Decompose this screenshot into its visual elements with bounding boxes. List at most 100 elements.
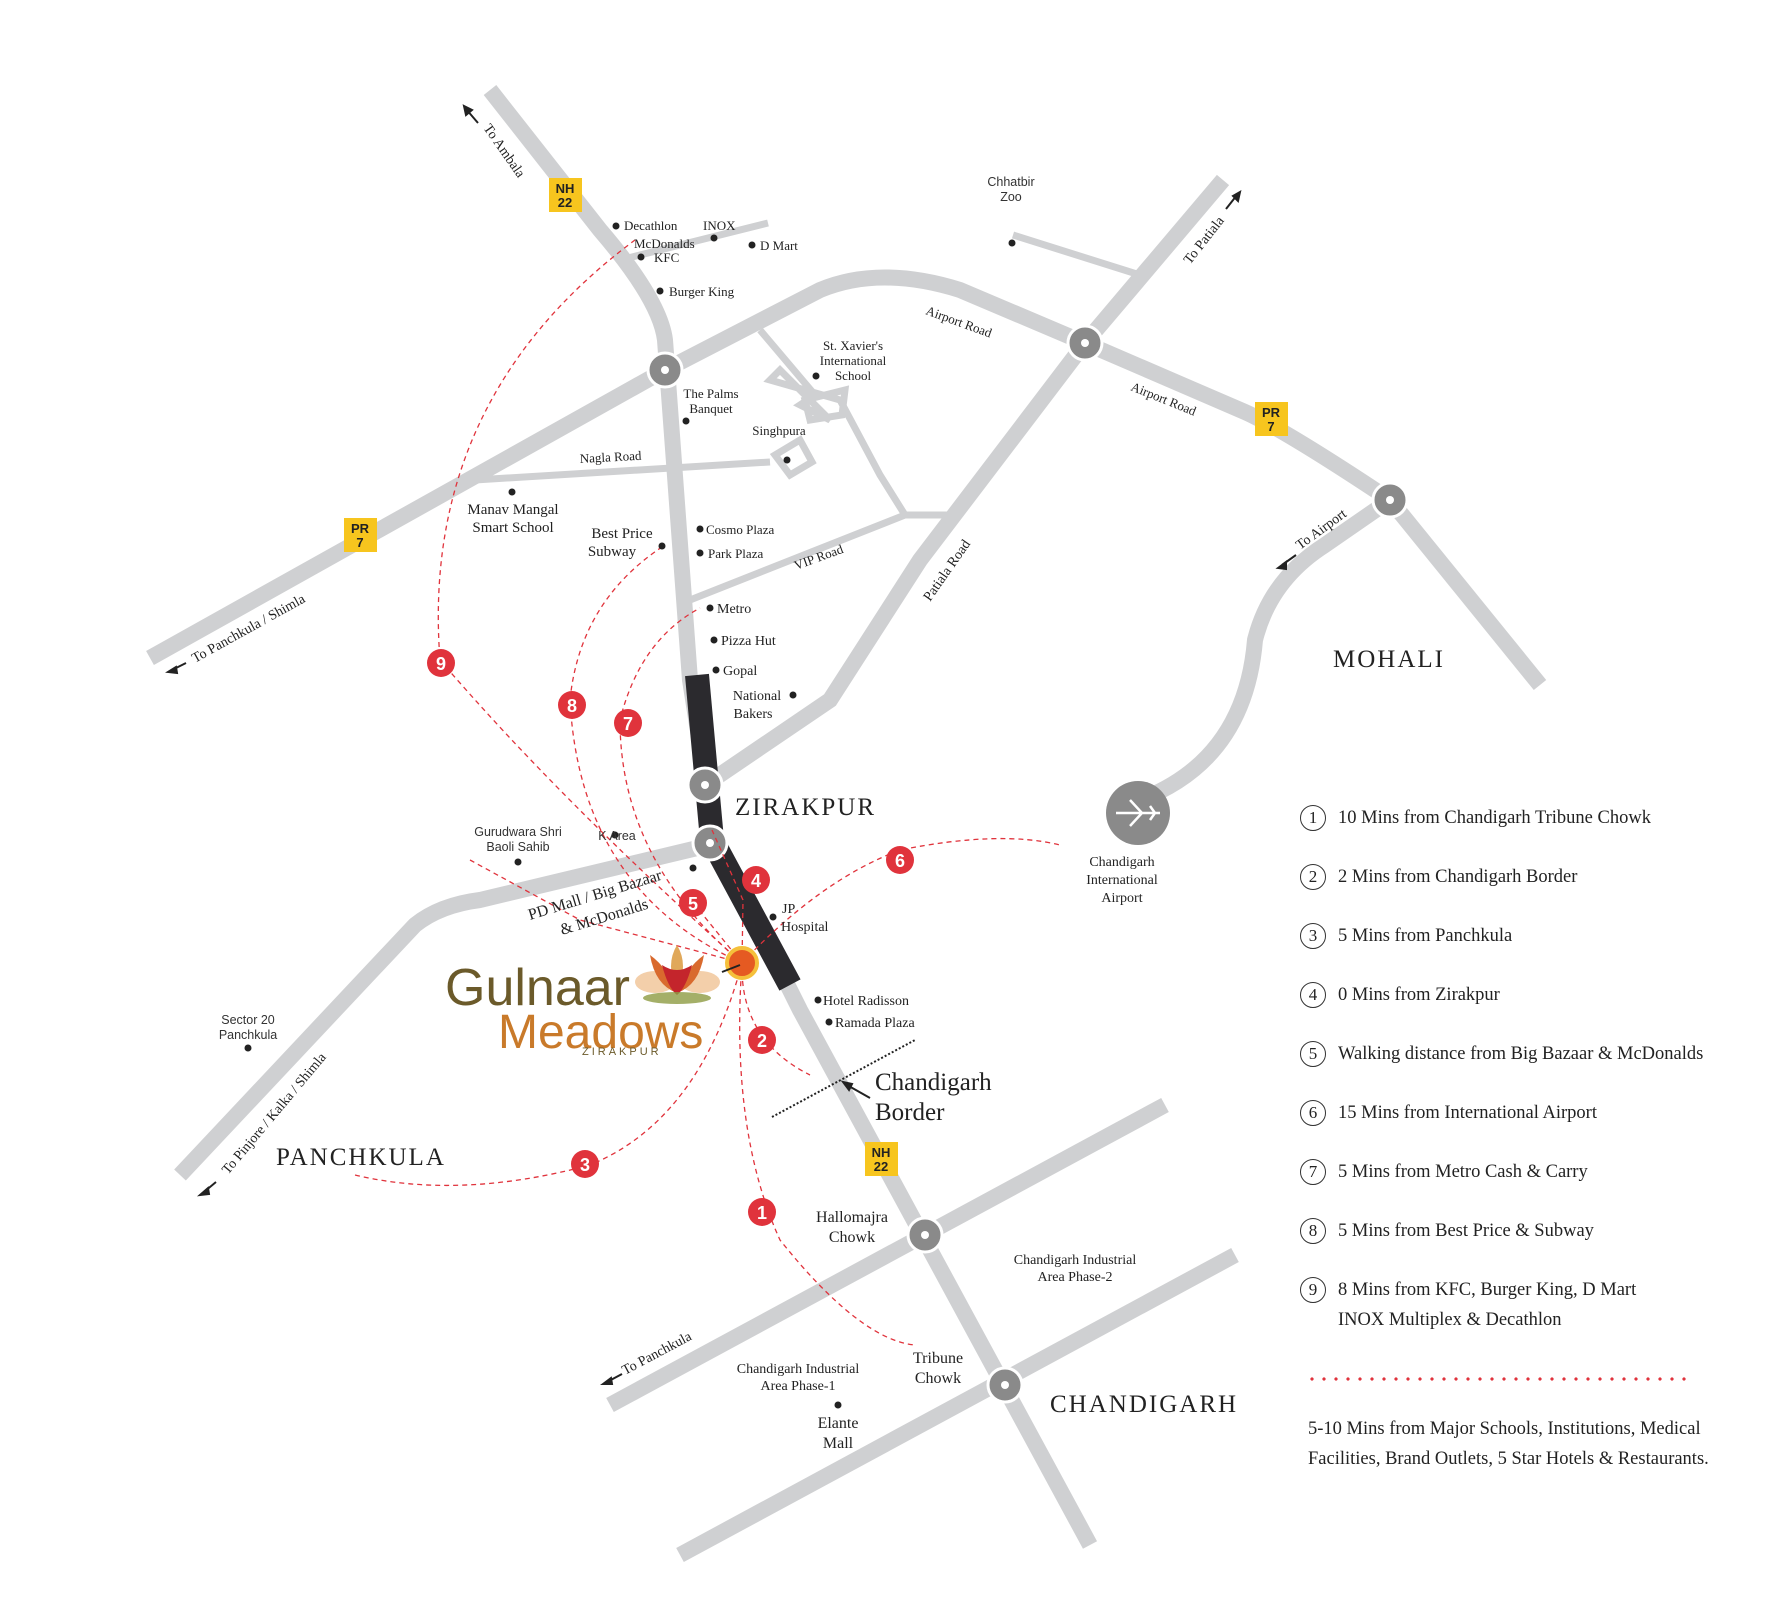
nagla-road <box>474 458 771 484</box>
svg-text:Smart School: Smart School <box>472 520 553 536</box>
marker-2: 2 <box>748 1026 776 1054</box>
svg-text:Airport: Airport <box>1101 891 1142 906</box>
svg-text:4: 4 <box>751 871 761 891</box>
label-chhatbir-zoo: Zoo <box>1000 190 1022 204</box>
svg-text:NH: NH <box>556 181 575 196</box>
svg-text:Hospital: Hospital <box>781 920 829 935</box>
label-airport: Chandigarh <box>1089 855 1154 870</box>
airplane-icon <box>1106 781 1170 845</box>
label-burger-king: Burger King <box>669 284 735 299</box>
label-elante-mall: Elante <box>818 1415 859 1432</box>
svg-text:7: 7 <box>356 535 363 550</box>
logo-meadows: Meadows <box>498 1006 703 1059</box>
svg-text:Border: Border <box>875 1099 945 1126</box>
label-mcdonalds: McDonalds <box>634 236 695 251</box>
marker-5: 5 <box>679 889 707 917</box>
direction-arrows <box>165 104 1297 1385</box>
label-cosmo-plaza: Cosmo Plaza <box>706 522 774 537</box>
label-nagla-road: Nagla Road <box>579 448 642 466</box>
svg-text:PR: PR <box>1262 405 1281 420</box>
label-zirakpur: ZIRAKPUR <box>735 794 876 821</box>
label-stxavier: St. Xavier's <box>823 338 883 353</box>
svg-text:Baoli Sahib: Baoli Sahib <box>486 840 549 854</box>
mohali-road <box>1383 494 1547 691</box>
svg-text:7: 7 <box>1267 419 1274 434</box>
label-k-area: K Area <box>598 829 636 843</box>
label-metro: Metro <box>717 602 751 617</box>
label-tribune-chowk: Tribune <box>913 1350 963 1367</box>
svg-text:3: 3 <box>580 1155 590 1175</box>
svg-text:International: International <box>820 353 887 368</box>
project-location-marker <box>721 946 759 980</box>
label-jp-hospital: JP <box>782 902 795 917</box>
svg-text:22: 22 <box>874 1159 888 1174</box>
junctions <box>646 324 1409 1404</box>
lotus-icon <box>635 945 720 1004</box>
legend-note: 5-10 Mins from Major Schools, Institutio… <box>1308 1419 1709 1469</box>
svg-text:NH: NH <box>872 1145 891 1160</box>
nh22-north-road <box>483 85 1098 1549</box>
decathlon-side-road <box>627 219 769 262</box>
label-kfc: KFC <box>654 250 679 265</box>
label-hotel-radisson: Hotel Radisson <box>823 994 909 1009</box>
label-park-plaza: Park Plaza <box>708 546 763 561</box>
svg-text:5: 5 <box>688 894 698 914</box>
svg-text:Banquet: Banquet <box>689 401 733 416</box>
pr7-badge-left: PR7 <box>344 518 377 552</box>
svg-text:2: 2 <box>757 1031 767 1051</box>
label-gurudwara: Gurudwara Shri <box>474 825 562 839</box>
pr7-road-west <box>146 269 1395 665</box>
dotted-separator <box>1306 1377 1686 1381</box>
label-inox: INOX <box>703 218 736 233</box>
label-gopal: Gopal <box>723 664 757 679</box>
label-chhatbir: Chhatbir <box>987 175 1034 189</box>
svg-text:Mall: Mall <box>823 1435 854 1452</box>
marker-7: 7 <box>614 709 642 737</box>
marker-3: 3 <box>571 1150 599 1178</box>
svg-text:6: 6 <box>895 851 905 871</box>
logo-zirakpur: ZIRAKPUR <box>582 1046 662 1058</box>
svg-text:Panchkula: Panchkula <box>219 1028 277 1042</box>
singhpura-square <box>769 385 850 480</box>
label-panchkula: PANCHKULA <box>276 1144 446 1171</box>
svg-text:Subway: Subway <box>588 544 637 560</box>
label-chandigarh: CHANDIGARH <box>1050 1391 1238 1418</box>
border-line <box>771 1039 916 1118</box>
marker-6: 6 <box>886 846 914 874</box>
marker-9: 9 <box>427 649 455 677</box>
poi-dots <box>244 222 1016 1409</box>
svg-text:Area Phase-2: Area Phase-2 <box>1037 1270 1112 1285</box>
label-ramada-plaza: Ramada Plaza <box>835 1016 915 1031</box>
svg-text:Chowk: Chowk <box>829 1229 875 1246</box>
svg-text:9: 9 <box>436 654 446 674</box>
label-chandigarh-border: Chandigarh <box>875 1069 992 1096</box>
svg-text:PR: PR <box>351 521 370 536</box>
gulnaar-meadows-logo: Gulnaar Meadows ZIRAKPUR <box>445 945 720 1059</box>
label-hallomajra-chowk: Hallomajra <box>816 1209 888 1226</box>
pr7-badge-right: PR7 <box>1255 402 1288 436</box>
svg-text:International: International <box>1086 873 1158 888</box>
label-national-bakers: National <box>733 689 781 704</box>
label-pizza-hut: Pizza Hut <box>721 634 776 649</box>
svg-text:8: 8 <box>567 696 577 716</box>
label-sector-20: Sector 20 <box>221 1013 275 1027</box>
marker-8: 8 <box>558 691 586 719</box>
airport-road-south <box>1137 493 1395 808</box>
route-markers: 1 2 3 4 5 6 7 8 9 <box>427 649 914 1226</box>
svg-text:22: 22 <box>558 195 572 210</box>
label-cia-phase1: Chandigarh Industrial <box>737 1362 860 1377</box>
label-manav-mangal: Manav Mangal <box>467 502 558 518</box>
label-mohali: MOHALI <box>1333 646 1445 673</box>
